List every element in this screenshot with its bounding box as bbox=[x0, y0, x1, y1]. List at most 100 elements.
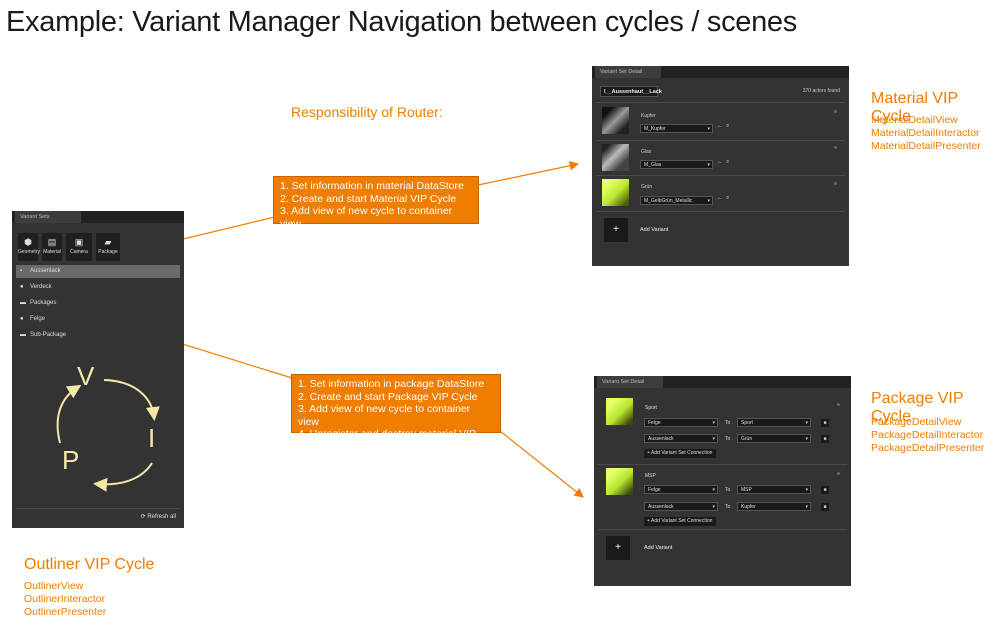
variant-thumbnail bbox=[606, 468, 633, 495]
variant-dropdown[interactable]: Kupfer bbox=[737, 502, 811, 511]
material-dropdown[interactable]: M_Glas bbox=[640, 160, 713, 169]
divider bbox=[596, 175, 845, 176]
cycle-arrow-i-to-p bbox=[93, 462, 153, 492]
variant-set-dropdown[interactable]: Aussenlack bbox=[644, 434, 718, 443]
variant-name: Kupfer bbox=[641, 113, 656, 119]
package-cycle-list: PackageDetailView PackageDetailInteracto… bbox=[871, 416, 984, 455]
variant-name: Sport bbox=[645, 405, 657, 411]
variant-set-name-field[interactable]: l__Aussenhaut__Lack bbox=[600, 86, 662, 97]
outliner-item-verdeck[interactable]: ●Verdeck bbox=[16, 281, 180, 294]
cycle-arrow-v-to-i bbox=[103, 379, 160, 421]
add-connection-label: Add Variant Set Connection bbox=[651, 518, 713, 524]
divider bbox=[596, 102, 845, 103]
variant-dropdown[interactable]: MSP bbox=[737, 485, 811, 494]
package-tabbar: Variant Set Detail bbox=[594, 376, 851, 388]
divider bbox=[598, 464, 847, 465]
add-variant-set-connection-button[interactable]: + Add Variant Set Connection bbox=[644, 517, 717, 526]
outliner-item-label: Aussenlack bbox=[30, 268, 61, 274]
outliner-item-sub-package[interactable]: ▬Sub-Package bbox=[16, 329, 180, 342]
add-variant-button[interactable]: + bbox=[606, 536, 630, 560]
router-box-material: 1. Set information in material DataStore… bbox=[273, 176, 479, 230]
arrow-left-icon[interactable]: ← bbox=[717, 195, 723, 201]
router-responsibility-heading: Responsibility of Router: bbox=[291, 104, 443, 120]
package-cycle-title: Package VIP Cycle bbox=[871, 390, 964, 425]
actors-found-label: 370 actors found bbox=[802, 88, 840, 94]
search-icon[interactable]: ⌕ bbox=[726, 123, 730, 129]
add-variant-set-connection-button[interactable]: + Add Variant Set Connection bbox=[644, 449, 717, 458]
variant-name: Glas bbox=[641, 149, 652, 155]
vip-cycle-diagram bbox=[56, 379, 160, 492]
add-variant-label: Add Variant bbox=[640, 227, 669, 233]
outliner-cycle-item: OutlinerView bbox=[24, 580, 84, 592]
add-camera-button[interactable]: ▣ Camera bbox=[66, 233, 92, 261]
arrow-left-icon[interactable]: ← bbox=[717, 159, 723, 165]
folder-icon: ▬ bbox=[20, 332, 26, 338]
outliner-panel: Variant Sets ⬢Geometry ▤Material ▣ Camera… bbox=[12, 211, 184, 528]
add-geometry-button[interactable]: ⬢Geometry bbox=[18, 233, 40, 261]
trash-icon[interactable]: ■ bbox=[821, 486, 829, 494]
dot-indicator bbox=[834, 146, 837, 149]
vip-letter-p: P bbox=[62, 445, 80, 475]
to-label: To bbox=[725, 420, 731, 426]
add-connection-label: Add Variant Set Connection bbox=[651, 450, 713, 456]
variant-dropdown[interactable]: Sport bbox=[737, 418, 811, 427]
router-step: 2. Create and start Package VIP Cycle bbox=[298, 390, 478, 403]
material-cycle-title: Material VIP Cycle bbox=[871, 90, 958, 125]
package-cycle-item: PackageDetailView bbox=[871, 416, 962, 428]
folder-add-icon: ▰ bbox=[104, 237, 112, 247]
variant-set-dropdown[interactable]: Felge bbox=[644, 418, 718, 427]
to-label: To bbox=[725, 504, 731, 510]
refresh-all-button[interactable]: ⟳ Refresh all bbox=[140, 514, 176, 520]
material-tabbar: Variant Set Detail bbox=[592, 66, 849, 78]
router-box-package: 1. Set information in package DataStore … bbox=[291, 374, 501, 453]
outliner-item-aussenlack[interactable]: ▪ Aussenlack bbox=[16, 265, 180, 278]
tab-variant-set-detail[interactable]: Variant Set Detail bbox=[595, 66, 661, 78]
tool-label: Camera bbox=[70, 249, 88, 255]
tab-variant-sets[interactable]: Variant Sets bbox=[15, 211, 81, 223]
trash-icon[interactable]: ■ bbox=[821, 419, 829, 427]
material-dropdown[interactable]: M_GelbGrün_Metallic bbox=[640, 196, 713, 205]
add-material-button[interactable]: ▤Material bbox=[42, 233, 62, 261]
outliner-item-label: Felge bbox=[30, 316, 46, 322]
globe-icon: ● bbox=[20, 316, 24, 322]
router-step: 3. Add view of new cycle to container vi… bbox=[280, 205, 453, 230]
add-variant-button[interactable]: + bbox=[604, 218, 628, 242]
router-step: 2. Create and start Material VIP Cycle bbox=[280, 192, 457, 205]
package-cycle-item: PackageDetailPresenter bbox=[871, 442, 985, 454]
divider bbox=[596, 140, 845, 141]
router-step: 1. Set information in material DataStore bbox=[280, 180, 464, 192]
router-step: 4. Unregister and destroy material VIP C… bbox=[298, 428, 476, 453]
trash-icon[interactable]: ■ bbox=[821, 435, 829, 443]
outliner-item-label: Verdeck bbox=[30, 284, 52, 290]
arrow-box2-to-package bbox=[499, 430, 584, 498]
add-variant-label: Add Variant bbox=[644, 545, 673, 551]
outliner-cycle-item: OutlinerPresenter bbox=[24, 606, 107, 618]
outliner-item-packages[interactable]: ▬Packages bbox=[16, 297, 180, 310]
add-package-button[interactable]: ▰ Package bbox=[96, 233, 120, 261]
tab-variant-set-detail[interactable]: Variant Set Detail bbox=[597, 376, 663, 388]
cube-add-icon: ⬢ bbox=[24, 237, 32, 247]
arrow-left-icon[interactable]: ← bbox=[717, 123, 723, 129]
package-detail-panel: Variant Set Detail Sport Felge To Sport … bbox=[594, 376, 851, 586]
router-step: 1. Set information in package DataStore bbox=[298, 378, 485, 390]
divider bbox=[598, 529, 847, 530]
outliner-item-felge[interactable]: ● Felge bbox=[16, 313, 180, 326]
tool-label: Package bbox=[98, 249, 118, 255]
material-cycle-item: MaterialDetailPresenter bbox=[871, 140, 981, 152]
material-dropdown[interactable]: M_Kupfer bbox=[640, 124, 713, 133]
trash-icon[interactable]: ■ bbox=[821, 503, 829, 511]
material-cycle-item: MaterialDetailView bbox=[871, 114, 958, 126]
variant-name: MSP bbox=[645, 473, 656, 479]
variant-set-dropdown[interactable]: Felge bbox=[644, 485, 718, 494]
material-cycle-list: MaterialDetailView MaterialDetailInterac… bbox=[871, 114, 981, 153]
camera-add-icon: ▣ bbox=[74, 237, 84, 247]
plus-icon: + bbox=[647, 518, 652, 524]
variant-name: Grün bbox=[641, 184, 653, 190]
file-icon: ▪ bbox=[20, 268, 23, 274]
outliner-cycle-list: OutlinerView OutlinerInteractor Outliner… bbox=[24, 580, 106, 619]
variant-dropdown[interactable]: Grün bbox=[737, 434, 811, 443]
search-icon[interactable]: ⌕ bbox=[726, 159, 730, 165]
divider bbox=[596, 211, 845, 212]
search-icon[interactable]: ⌕ bbox=[726, 195, 730, 201]
variant-set-dropdown[interactable]: Aussenlack bbox=[644, 502, 718, 511]
